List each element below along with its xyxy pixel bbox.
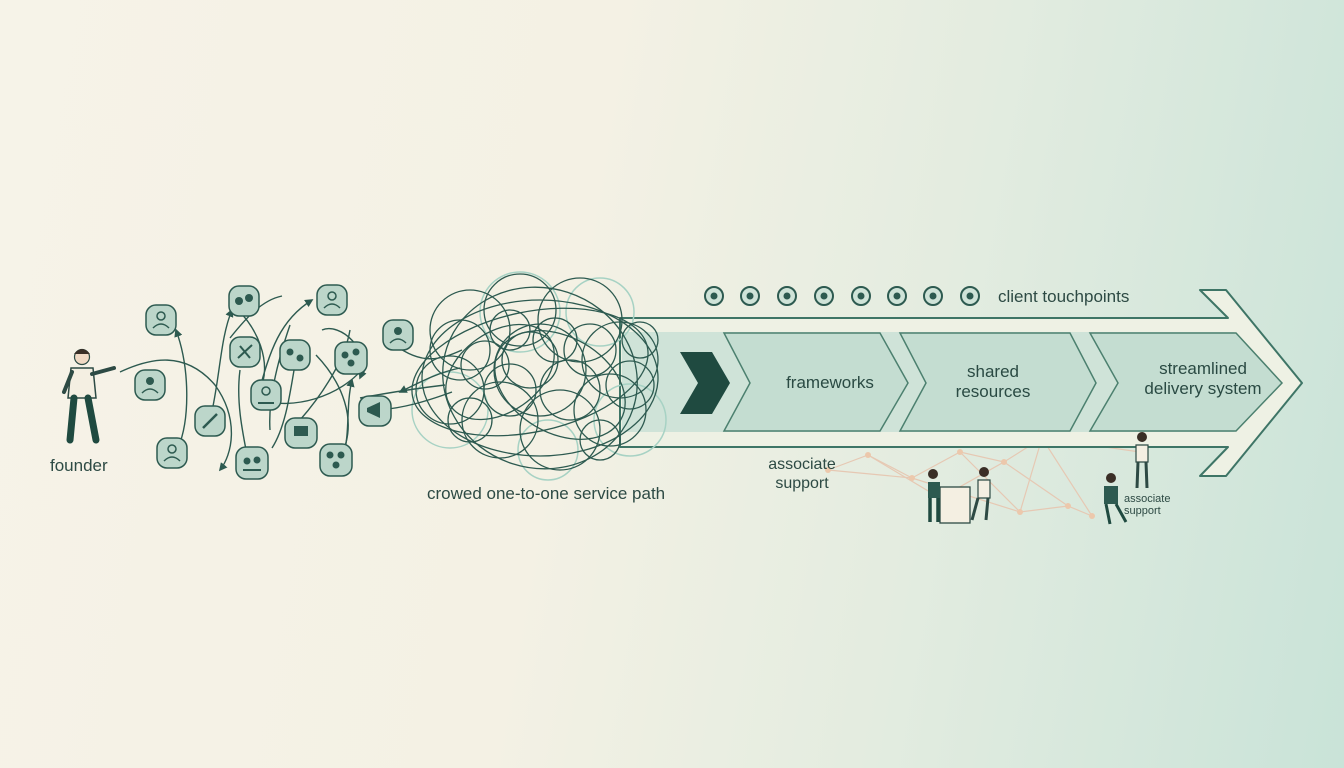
stage-label-shared-resources: shared resources bbox=[955, 362, 1031, 401]
person-icon bbox=[316, 284, 348, 316]
group-icon bbox=[319, 443, 353, 477]
client-badges bbox=[134, 284, 414, 480]
tangle-knot bbox=[411, 273, 659, 471]
person-icon bbox=[145, 304, 177, 336]
founder-figure bbox=[62, 348, 116, 444]
stage-label-frameworks: frameworks bbox=[786, 373, 874, 392]
touchpoint-dots bbox=[704, 286, 980, 306]
client-touchpoints-label: client touchpoints bbox=[998, 287, 1130, 306]
tools-icon bbox=[334, 341, 368, 375]
stage-chevron-shared-resources bbox=[898, 332, 1097, 432]
start-chevron bbox=[680, 352, 730, 414]
tools-icon bbox=[229, 336, 261, 368]
person-icon bbox=[235, 446, 269, 480]
crowded-path-label: crowed one-to-one service path bbox=[427, 484, 666, 503]
founder-label: founder bbox=[50, 456, 108, 475]
group-icon bbox=[228, 285, 260, 317]
megaphone-icon bbox=[358, 395, 392, 427]
tools-icon bbox=[194, 405, 226, 437]
group-icon bbox=[279, 339, 311, 371]
associate-support-label: associate support bbox=[768, 456, 836, 492]
stage-chevron-frameworks bbox=[722, 332, 909, 432]
associates-desk-figures bbox=[928, 432, 1149, 525]
stage-chevron-streamlined bbox=[1088, 332, 1284, 432]
associate-support-small-label: associate support bbox=[1124, 493, 1171, 517]
group-icon bbox=[156, 437, 188, 469]
presentation-icon bbox=[284, 417, 318, 449]
person-icon bbox=[250, 379, 282, 411]
tangle-halo bbox=[411, 271, 667, 481]
scattered-flow-paths bbox=[119, 295, 463, 472]
touchpoint-dot-centers bbox=[710, 292, 974, 300]
stage-label-streamlined-delivery: streamlined delivery system bbox=[1144, 359, 1262, 398]
person-icon bbox=[382, 319, 414, 351]
group-icon bbox=[134, 369, 166, 401]
